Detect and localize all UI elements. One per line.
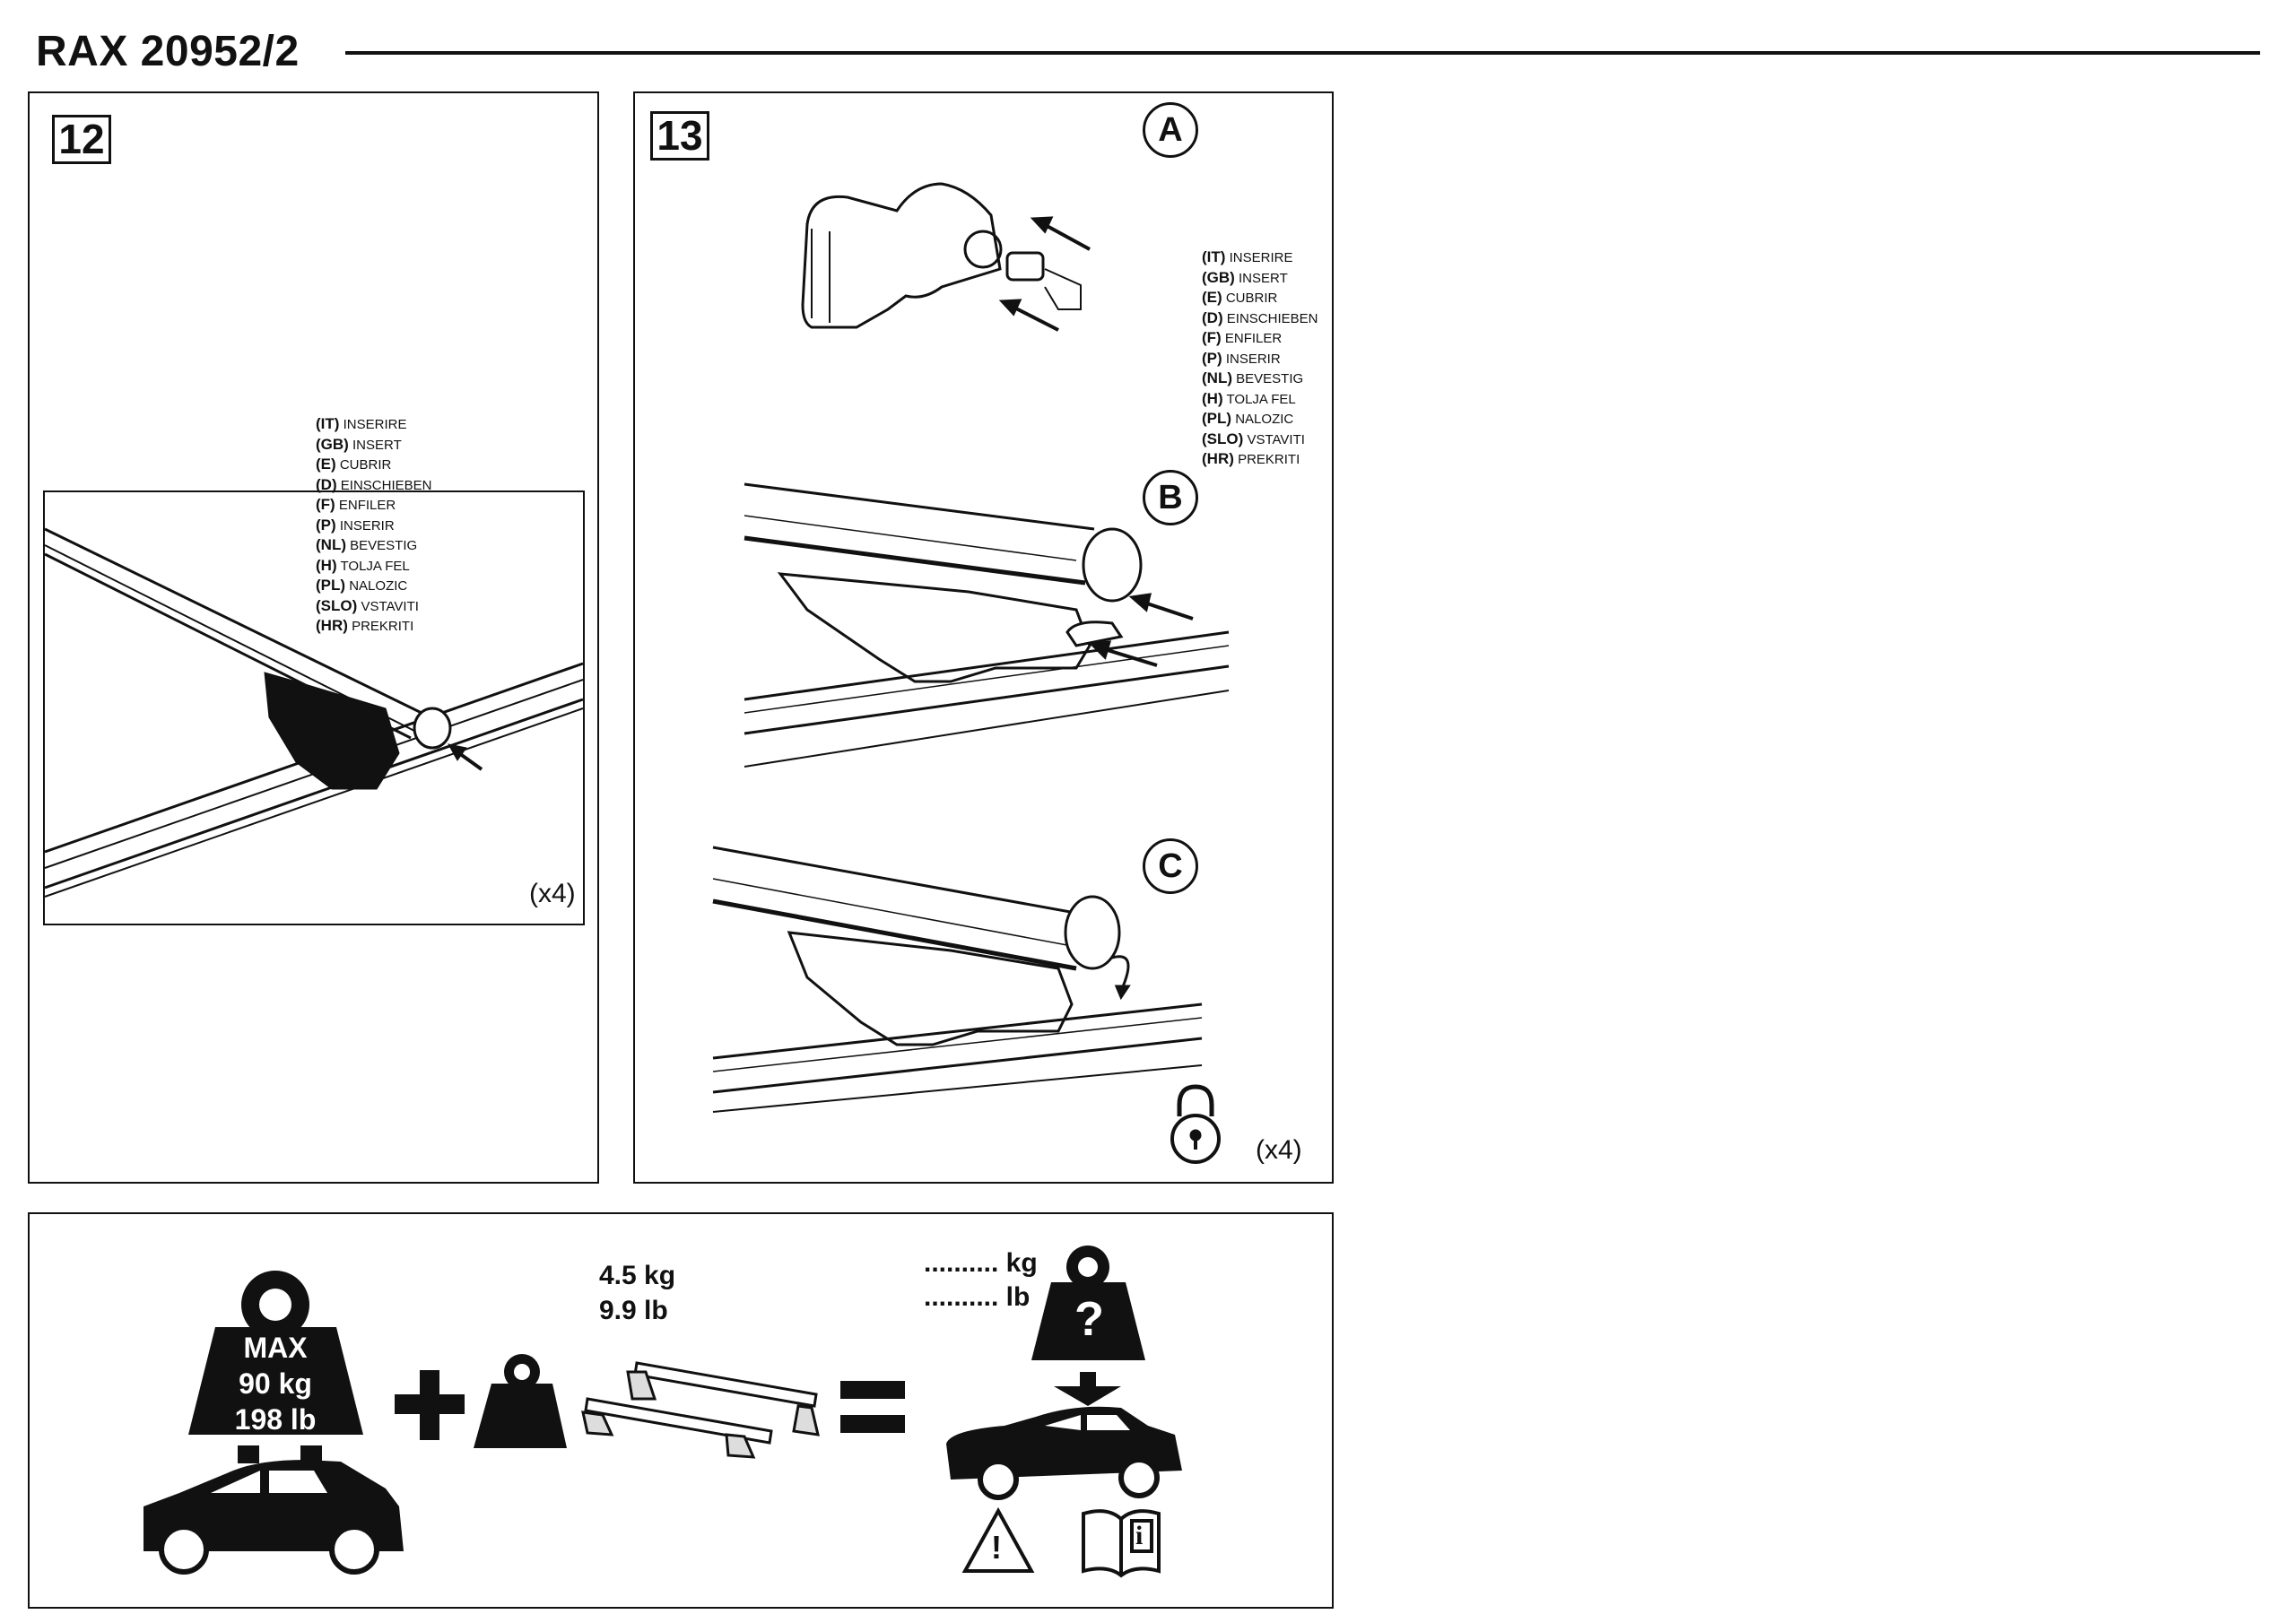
roof-bars-icon [581,1361,820,1459]
instruction-line: (F) ENFILER [316,496,396,513]
instruction-line: (GB) INSERT [316,435,402,453]
sub-step-b-label: B [1143,470,1198,525]
instruction-line: (D) EINSCHIEBEN [1202,308,1318,326]
load-panel [28,1212,1334,1609]
sub-step-c-label: C [1143,838,1198,894]
padlock-icon [1170,1084,1221,1164]
step-13-instructions: (IT) INSERIRE (GB) INSERT (E) CUBRIR (D)… [1202,247,1318,470]
step-12-instructions: (IT) INSERIRE (GB) INSERT (E) CUBRIR (D)… [316,414,431,637]
bar-drawing-b [744,482,1230,768]
step-12-panel [28,91,599,1184]
equals-icon [840,1381,905,1433]
bar-drawing-c [712,846,1203,1113]
end-cap-drawing [801,182,1003,329]
instruction-line: (F) ENFILER [1202,329,1283,346]
instruction-line: (D) EINSCHIEBEN [316,475,432,493]
step-13-panel [633,91,1334,1184]
instruction-line: (H) TOLJA FEL [316,556,410,574]
instruction-line: (IT) INSERIRE [1202,248,1293,265]
step-13-number: 13 [650,111,709,161]
instruction-line: (PL) NALOZIC [316,577,408,594]
lock-cylinder-drawing [1005,251,1082,310]
warning-icon [961,1506,1035,1573]
plus-icon [395,1370,465,1440]
small-weight-icon [474,1354,567,1448]
instruction-line: (SLO) VSTAVITI [316,596,419,614]
max-weight-icon [188,1271,363,1435]
instruction-line: (P) INSERIR [316,516,395,534]
instruction-line: (NL) BEVESTIG [1202,369,1304,386]
result-kg: .......... kg [924,1248,1038,1278]
instruction-line: (SLO) VSTAVITI [1202,430,1305,447]
bars-weight-kg: 4.5 kg [599,1261,676,1290]
instruction-line: (NL) BEVESTIG [316,536,418,553]
unknown-mark: ? [1074,1292,1104,1346]
instruction-line: (E) CUBRIR [1202,289,1278,306]
car-icon [144,1445,404,1575]
document-title: RAX 20952/2 [36,28,300,75]
instruction-line: (PL) NALOZIC [1202,410,1294,427]
unknown-weight-icon [1031,1245,1145,1360]
instruction-line: (IT) INSERIRE [316,415,407,432]
arrow-down-icon [1054,1372,1121,1406]
step-12-count: (x4) [529,879,576,908]
manual-icon [1082,1509,1161,1578]
result-lb: .......... lb [924,1282,1031,1312]
step-13-count: (x4) [1256,1135,1302,1165]
instruction-line: (E) CUBRIR [316,456,392,473]
info-mark: i [1135,1521,1144,1550]
max-kg: 90 kg [239,1367,312,1400]
sub-step-a-label: A [1143,102,1198,158]
warning-mark: ! [991,1529,1002,1566]
step-12-illustration [43,490,585,925]
bars-weight-lb: 9.9 lb [599,1296,668,1325]
instruction-line: (GB) INSERT [1202,268,1288,286]
instruction-line: (HR) PREKRITI [1202,450,1300,467]
step-12-number: 12 [52,115,111,164]
max-label: MAX [243,1332,308,1364]
instruction-line: (HR) PREKRITI [316,617,414,634]
instruction-line: (H) TOLJA FEL [1202,389,1296,407]
car-icon-right [946,1406,1182,1500]
title-rule [345,51,2260,55]
instruction-line: (P) INSERIR [1202,349,1281,367]
max-lb: 198 lb [234,1403,317,1436]
